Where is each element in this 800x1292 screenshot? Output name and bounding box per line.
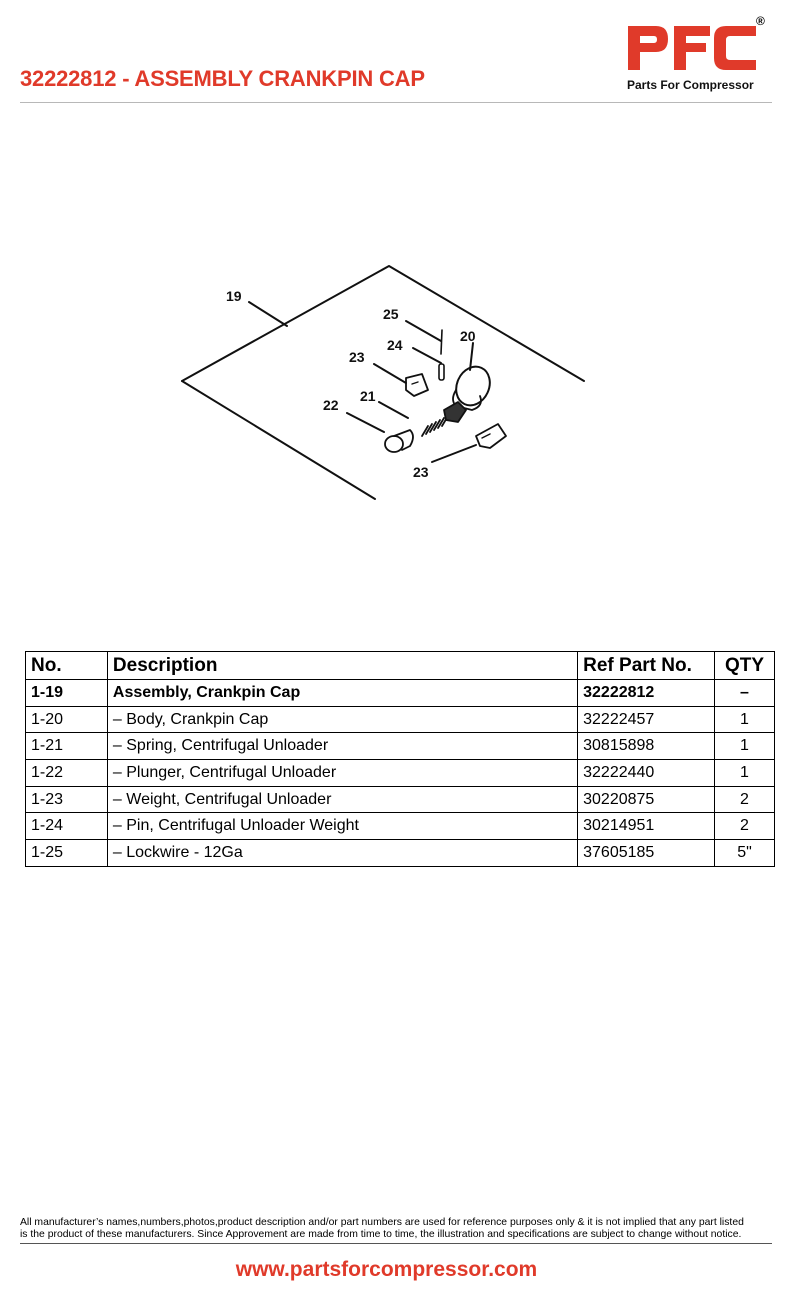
header-description: Description	[106, 651, 579, 680]
leader-24	[412, 347, 442, 364]
leader-23-bottom	[431, 444, 477, 463]
disclaimer-line-1: All manufacturer’s names,numbers,photos,…	[20, 1217, 744, 1228]
assembly-plane-outline	[181, 265, 585, 382]
callout-25: 25	[383, 306, 399, 322]
assembly-plane-lower-edge	[181, 380, 376, 500]
row-qty: 2	[714, 785, 775, 814]
row-qty: 5"	[714, 839, 775, 867]
row-qty: 1	[714, 732, 775, 761]
callout-19: 19	[226, 288, 242, 304]
callout-23-top: 23	[349, 349, 365, 365]
table-header-row: No. Description Ref Part No. QTY	[25, 651, 775, 680]
table-row: 1-21 – Spring, Centrifugal Unloader 3081…	[25, 732, 775, 761]
callout-20: 20	[460, 328, 476, 344]
row-no: 1-19	[25, 679, 108, 707]
center-bracket	[443, 401, 467, 423]
registered-mark: ®	[756, 14, 765, 28]
pfc-logo: ® Parts For Compressor	[622, 14, 772, 94]
table-row: 1-25 – Lockwire - 12Ga 37605185 5"	[25, 839, 775, 867]
leader-19	[248, 301, 288, 327]
lockwire-part	[440, 329, 443, 355]
row-description: – Plunger, Centrifugal Unloader	[106, 759, 579, 787]
table-row: 1-24 – Pin, Centrifugal Unloader Weight …	[25, 812, 775, 841]
row-description: – Body, Crankpin Cap	[106, 705, 579, 734]
row-description: – Weight, Centrifugal Unloader	[106, 785, 579, 814]
table-row: 1-20 – Body, Crankpin Cap 32222457 1	[25, 705, 775, 734]
weight-bottom-part	[475, 423, 507, 449]
row-no: 1-21	[25, 732, 108, 761]
header-divider	[20, 102, 772, 103]
leader-20	[469, 342, 474, 371]
row-qty: 1	[714, 705, 775, 734]
row-no: 1-24	[25, 812, 108, 841]
row-description: – Spring, Centrifugal Unloader	[106, 732, 579, 761]
row-no: 1-25	[25, 839, 108, 867]
header-no: No.	[25, 651, 108, 680]
disclaimer: All manufacturer’s names,numbers,photos,…	[20, 1217, 780, 1242]
row-qty: 1	[714, 759, 775, 787]
footer-divider	[20, 1243, 772, 1244]
leader-22	[346, 412, 385, 433]
row-qty: 2	[714, 812, 775, 841]
row-no: 1-23	[25, 785, 108, 814]
callout-23-bottom: 23	[413, 464, 429, 480]
table-row: 1-23 – Weight, Centrifugal Unloader 3022…	[25, 785, 775, 814]
page-title: 32222812 - ASSEMBLY CRANKPIN CAP	[20, 66, 425, 91]
website-link[interactable]: www.partsforcompressor.com	[235, 1258, 538, 1281]
row-no: 1-22	[25, 759, 108, 787]
callout-21: 21	[360, 388, 376, 404]
row-ref: 32222457	[577, 705, 715, 734]
row-description: Assembly, Crankpin Cap	[106, 679, 579, 707]
disclaimer-line-2: is the product of these manufacturers. S…	[20, 1229, 742, 1241]
exploded-parts-diagram: 19 25 24 20 23 21 22 23	[181, 265, 585, 500]
row-qty: –	[714, 679, 775, 707]
table-row: 1-19 Assembly, Crankpin Cap 32222812 –	[25, 679, 775, 707]
row-no: 1-20	[25, 705, 108, 734]
row-description: – Lockwire - 12Ga	[106, 839, 579, 867]
row-ref: 32222812	[577, 679, 715, 707]
leader-21	[378, 401, 409, 419]
logo-tagline: Parts For Compressor	[627, 78, 754, 92]
table-row: 1-22 – Plunger, Centrifugal Unloader 322…	[25, 759, 775, 787]
pin-part	[438, 363, 445, 381]
row-ref: 30214951	[577, 812, 715, 841]
spring-part	[421, 415, 449, 437]
header-qty: QTY	[714, 651, 775, 680]
row-ref: 30220875	[577, 785, 715, 814]
weight-top-part	[405, 373, 429, 397]
row-ref: 37605185	[577, 839, 715, 867]
row-ref: 30815898	[577, 732, 715, 761]
header-ref-part-no: Ref Part No.	[577, 651, 715, 680]
callout-24: 24	[387, 337, 403, 353]
parts-table: No. Description Ref Part No. QTY 1-19 As…	[25, 651, 775, 867]
leader-25	[405, 320, 442, 342]
body-part	[455, 365, 491, 407]
row-ref: 32222440	[577, 759, 715, 787]
row-description: – Pin, Centrifugal Unloader Weight	[106, 812, 579, 841]
leader-23-top	[373, 363, 407, 384]
pfc-logo-mark	[628, 26, 756, 70]
callout-22: 22	[323, 397, 339, 413]
plunger-part	[384, 435, 404, 453]
